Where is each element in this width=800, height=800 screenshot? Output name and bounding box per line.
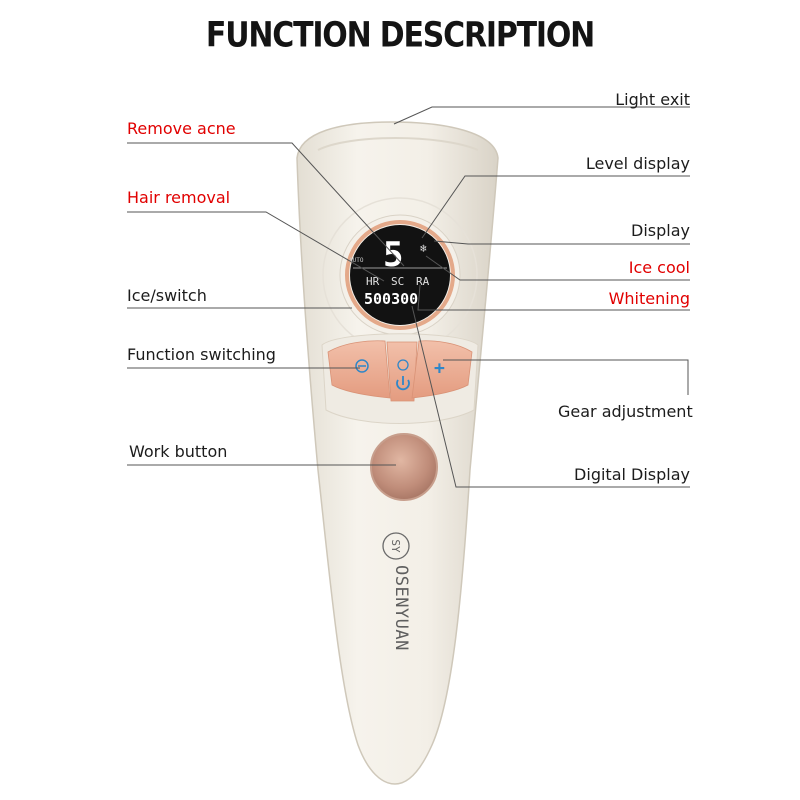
screen-mode-sc: SC <box>391 275 404 288</box>
label-ice-switch: Ice/switch <box>127 286 207 305</box>
label-hair-removal: Hair removal <box>127 188 230 207</box>
label-gear-adjustment: Gear adjustment <box>558 402 693 421</box>
label-whitening: Whitening <box>540 289 690 308</box>
screen-mode-ra: RA <box>416 275 430 288</box>
label-display: Display <box>560 221 690 240</box>
screen-level-digit: 5 <box>383 235 403 275</box>
label-digital-display: Digital Display <box>540 465 690 484</box>
label-work-button: Work button <box>129 442 227 461</box>
plus-icon: + <box>434 358 445 379</box>
page-title: FUNCTION DESCRIPTION <box>0 15 800 55</box>
snowflake-icon: ❄ <box>420 242 427 255</box>
label-remove-acne: Remove acne <box>127 119 236 138</box>
label-light-exit: Light exit <box>560 90 690 109</box>
brand-logo-letters: SY <box>389 539 402 553</box>
label-function-switching: Function switching <box>127 345 276 364</box>
brand-name: OSENYUAN <box>391 565 411 651</box>
screen-auto-text: AUTO <box>349 257 364 264</box>
screen-count: 500300 <box>364 290 418 308</box>
label-level-display: Level display <box>540 154 690 173</box>
label-ice-cool: Ice cool <box>560 258 690 277</box>
work-button <box>371 434 437 500</box>
leader-light-exit <box>394 107 690 124</box>
